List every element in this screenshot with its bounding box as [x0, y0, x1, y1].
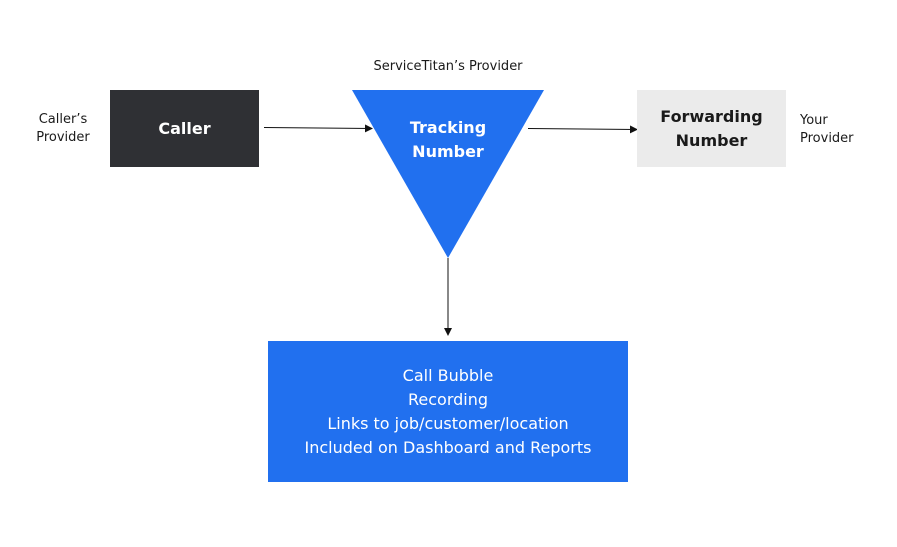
tracking-number-label-line2: Number	[412, 142, 484, 161]
result-line-recording: Recording	[407, 389, 489, 409]
call-result-node: Call Bubble Recording Links to job/custo…	[268, 341, 628, 482]
arrow-tracking-to-forwarding	[527, 125, 638, 134]
tracking-number-label-line1: Tracking	[409, 118, 487, 137]
service-titan-provider-label: ServiceTitan’s Provider	[373, 59, 523, 74]
result-line-call-bubble: Call Bubble	[402, 365, 494, 385]
tracking-number-triangle	[352, 90, 544, 258]
tracking-number-label: Tracking Number	[372, 116, 524, 164]
caller-node: Caller	[110, 90, 259, 167]
caller-provider-label: Caller’s Provider	[28, 111, 98, 147]
forwarding-number-label-line1: Forwarding	[660, 106, 763, 126]
your-provider-label-line1: Your	[800, 113, 828, 128]
forwarding-number-label-line2: Number	[675, 130, 748, 150]
caller-provider-label-line1: Caller’s	[38, 112, 88, 127]
arrow-caller-to-tracking	[263, 124, 373, 133]
result-line-links: Links to job/customer/location	[327, 413, 569, 433]
result-line-dashboard-reports: Included on Dashboard and Reports	[304, 437, 592, 457]
forwarding-number-node: Forwarding Number	[637, 90, 786, 167]
your-provider-label-line2: Provider	[800, 131, 854, 146]
caller-node-label: Caller	[158, 119, 211, 138]
caller-provider-label-line2: Provider	[36, 130, 90, 145]
your-provider-label: Your Provider	[800, 112, 870, 148]
